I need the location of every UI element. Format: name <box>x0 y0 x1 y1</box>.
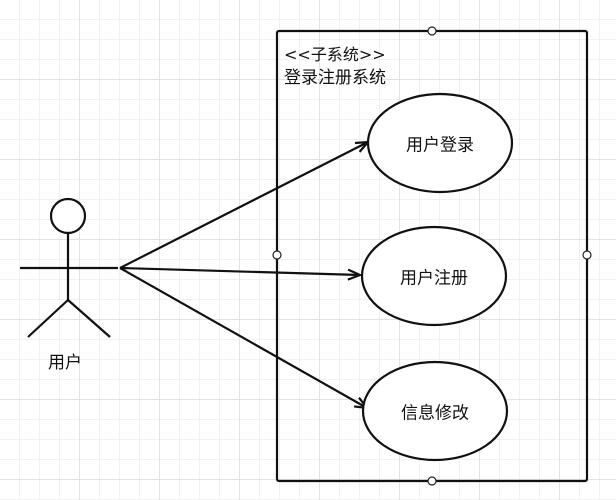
system-stereotype: <<子系统>> <box>284 45 386 64</box>
association-arrow-edit[interactable] <box>119 267 367 408</box>
boundary-handle-right[interactable] <box>582 250 592 260</box>
system-name: 登录注册系统 <box>284 68 386 88</box>
use-case-register-label: 用户注册 <box>400 268 468 289</box>
actor-figure[interactable] <box>20 197 118 338</box>
boundary-handle-left[interactable] <box>272 250 282 260</box>
actor-head <box>49 197 87 235</box>
association-arrow-login[interactable] <box>119 142 368 269</box>
actor-name: 用户 <box>48 353 82 373</box>
actor-left-leg <box>27 299 69 338</box>
boundary-handle-top[interactable] <box>427 26 437 36</box>
use-case-edit[interactable] <box>361 360 509 462</box>
use-case-edit-label: 信息修改 <box>401 403 469 424</box>
use-case-login-label: 用户登录 <box>406 135 474 156</box>
boundary-handle-bottom[interactable] <box>427 476 437 486</box>
use-case-login[interactable] <box>366 92 514 194</box>
association-arrow-register[interactable] <box>119 266 360 275</box>
use-case-register[interactable] <box>360 225 508 327</box>
actor-right-leg <box>67 299 111 338</box>
